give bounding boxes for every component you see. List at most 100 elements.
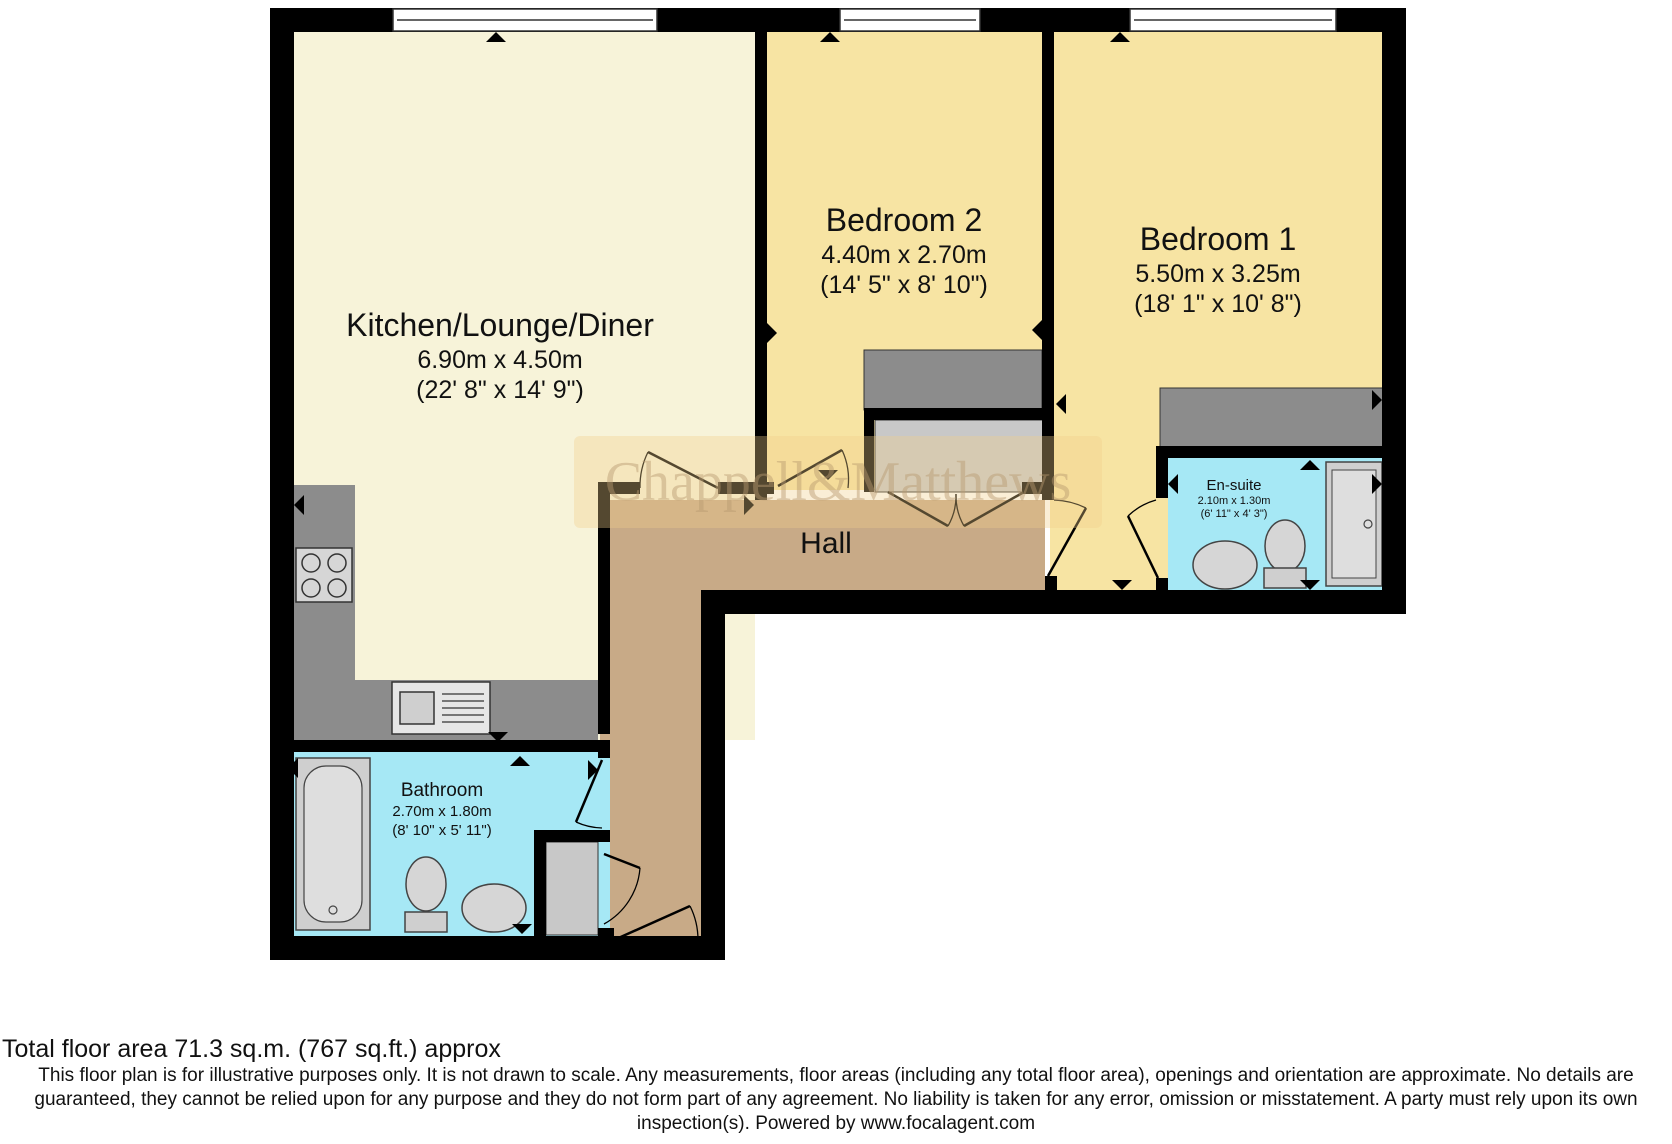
dimension-markers (288, 32, 1382, 934)
wall (534, 830, 610, 842)
storage (545, 349, 1387, 936)
door-swing (689, 905, 699, 941)
marker-arrow (1032, 320, 1042, 340)
wall (598, 928, 614, 942)
hob-burner (327, 578, 347, 598)
bedroom1-wardrobe (1159, 387, 1387, 449)
door-leaf (647, 450, 719, 490)
wall (864, 410, 874, 492)
watermark: Chappell&Matthews (605, 451, 1072, 513)
wall (598, 482, 610, 734)
marker-arrow (294, 495, 304, 515)
door-leaf (777, 448, 843, 488)
room-labels: Kitchen/Lounge/Diner 6.90m x 4.50m (22' … (346, 202, 1302, 839)
wall (864, 408, 1044, 420)
door-leaf (963, 490, 1025, 528)
bedroom2-wardrobe (863, 349, 1043, 411)
bedroom1-imperial: (18' 1" x 10' 8") (1134, 290, 1302, 318)
bathroom-metric: 2.70m x 1.80m (392, 803, 491, 820)
wall (1156, 578, 1168, 602)
bedroom2-metric: 4.40m x 2.70m (821, 241, 986, 269)
door-swing (1127, 499, 1157, 517)
door-leaf (613, 904, 691, 942)
hob-burner (301, 553, 321, 573)
bedroom2-name: Bedroom 2 (826, 202, 983, 238)
marker-arrow (767, 323, 777, 343)
kitchen-imperial: (22' 8" x 14' 9") (416, 376, 584, 404)
door-swing (841, 449, 850, 489)
marker-arrow (1300, 460, 1320, 470)
kitchen-name: Kitchen/Lounge/Diner (346, 307, 654, 343)
bedroom1-metric: 5.50m x 3.25m (1135, 260, 1300, 288)
marker-arrow (512, 924, 532, 934)
door-swing (575, 821, 603, 829)
wall (1045, 576, 1057, 614)
kitchen-metric: 6.90m x 4.50m (417, 346, 582, 374)
bathroom-cistern (404, 911, 448, 933)
wall (701, 590, 725, 960)
door-leaf (603, 852, 641, 870)
windows (392, 8, 1337, 32)
marker-arrow (1112, 580, 1132, 590)
marker-arrow (1372, 390, 1382, 410)
wall (290, 740, 608, 752)
wall (270, 936, 725, 960)
marker-arrow (1056, 394, 1066, 414)
footer: Total floor area 71.3 sq.m. (767 sq.ft.)… (0, 1034, 1672, 1136)
ensuite-cistern (1263, 567, 1307, 589)
marker-arrow (1110, 32, 1130, 42)
bath-inner (303, 765, 363, 923)
door-swing (603, 867, 641, 925)
bedroom1-name: Bedroom 1 (1140, 221, 1297, 257)
doors (574, 448, 1160, 942)
sanitaryware (295, 461, 1383, 933)
marker-arrow (588, 760, 598, 780)
ensuite-basin (1192, 540, 1258, 590)
wall (598, 740, 610, 758)
door-leaf (1046, 507, 1088, 577)
wall (1156, 446, 1388, 458)
marker-arrow (510, 756, 530, 766)
bathroom-basin (461, 883, 527, 933)
marker-arrow (820, 32, 840, 42)
hob-burner (301, 578, 321, 598)
door-swing (1053, 499, 1087, 509)
bath-drain (328, 905, 338, 915)
kitchen-units (292, 485, 598, 740)
wall (1042, 30, 1054, 500)
hob-burner (327, 553, 347, 573)
wall (1156, 446, 1168, 498)
marker-arrow (288, 758, 298, 778)
disclaimer: This floor plan is for illustrative purp… (34, 1065, 1638, 1134)
wall (1022, 482, 1054, 494)
marker-arrow (1300, 580, 1320, 590)
door-leaf (887, 490, 949, 528)
ensuite-name: En-suite (1206, 477, 1261, 494)
bedroom2-imperial: (14' 5" x 8' 10") (820, 271, 988, 299)
marker-arrow (1168, 474, 1178, 494)
wall (534, 830, 546, 940)
marker-arrow (486, 32, 506, 42)
wall (1382, 8, 1406, 614)
hall-name: Hall (800, 527, 852, 560)
door-swing (955, 493, 965, 527)
hall-floor (600, 500, 1045, 945)
sink-bowl (399, 691, 435, 725)
ensuite-toilet (1264, 519, 1306, 573)
marker-arrow (488, 732, 508, 742)
wall (270, 8, 294, 960)
ensuite-metric: 2.10m x 1.30m (1198, 495, 1271, 507)
marker-arrow (744, 495, 754, 515)
bathroom-imperial: (8' 10" x 5' 11") (392, 822, 491, 839)
door-swing (639, 451, 649, 489)
wall (755, 30, 767, 500)
bathroom-toilet (405, 856, 447, 912)
shower-inner (1331, 469, 1377, 579)
bathroom-name: Bathroom (401, 780, 483, 801)
ensuite-imperial: (6' 11" x 4' 3") (1201, 508, 1268, 520)
shower-drain (1363, 519, 1373, 529)
hall-cupboard (874, 419, 1044, 493)
marker-arrow (1372, 474, 1382, 494)
bathroom-cupboard (545, 841, 599, 936)
